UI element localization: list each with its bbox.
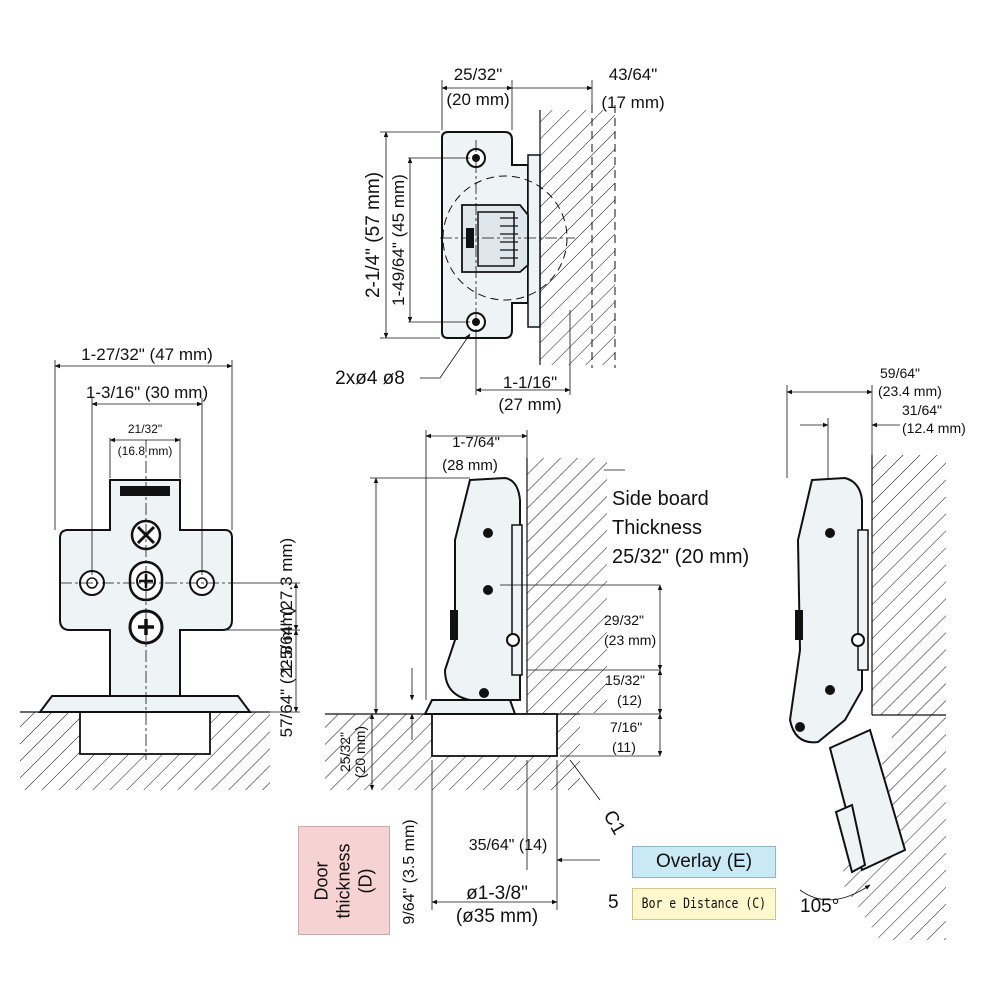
dim-lower: 57/64" (22.8 mm) — [277, 607, 296, 738]
dim-height-inner: 1-49/64" (45 mm) — [389, 174, 408, 306]
dim-b-mm: (12) — [617, 692, 642, 708]
side-view — [325, 430, 663, 910]
dim-open-a-in: 59/64" — [880, 365, 920, 381]
overlay-box: Overlay (E) — [632, 846, 776, 878]
dim-overall: 1-27/32" (47 mm) — [81, 345, 213, 364]
opening-angle: 105° — [800, 896, 839, 917]
door-thickness-box: Door thickness (D) — [298, 826, 390, 935]
dim-open-b-mm: (12.4 mm) — [902, 420, 966, 436]
dim-a-mm: (23 mm) — [604, 632, 656, 648]
dim-b-in: 15/32" — [605, 672, 645, 688]
side-board-hatch — [540, 110, 615, 365]
dim-gap: 9/64" (3.5 mm) — [401, 819, 418, 924]
dim-side-mm: (17 mm) — [601, 93, 664, 112]
dim-width-mm: (20 mm) — [446, 90, 509, 109]
open-view — [786, 385, 946, 940]
brand-logo: LAMP — [132, 486, 158, 496]
cup-side — [431, 713, 558, 757]
cup-flange — [38, 695, 252, 713]
holes-label: 2xø4 ø8 — [335, 368, 405, 389]
dim-top-in: 1-7/64" — [452, 434, 500, 451]
overlay-label: Overlay (E) — [655, 851, 753, 872]
side-board-line-2: Thickness — [612, 517, 702, 539]
dim-door-in: 25/32" — [337, 732, 353, 772]
side-board-hatch — [527, 458, 607, 713]
dim-width-in: 25/32" — [454, 65, 503, 84]
bore-distance-label: Bor e Distance (C) — [641, 896, 767, 912]
hinge-arm-side — [443, 476, 521, 701]
dim-height-outer: 2-1/4" (57 mm) — [363, 172, 384, 298]
dim-depth-in: 1-1/16" — [503, 373, 557, 392]
front-view — [20, 360, 300, 790]
open-view-labels: 59/64" (23.4 mm) 31/64" (12.4 mm) 105° — [800, 365, 966, 917]
dim-c-mm: (11) — [612, 739, 636, 755]
side-board-line-1: Side board — [612, 488, 709, 510]
dim-slot-in: 21/32" — [128, 422, 162, 436]
dim-cup-mm: (ø35 mm) — [456, 906, 538, 927]
dim-side-in: 43/64" — [609, 65, 658, 84]
door-thickness-line-2: thickness — [333, 842, 354, 919]
dim-depth-mm: (27 mm) — [498, 395, 561, 414]
dim-door-mm: (20 mm) — [352, 726, 368, 778]
dim-slot-mm: (16.8 mm) — [118, 444, 173, 458]
side-board-line-3: 25/32" (20 mm) — [612, 546, 749, 568]
door-thickness-line-3: (D) — [355, 868, 376, 894]
chamfer-c1: C1 — [599, 807, 629, 839]
door-thickness-line-1: Door — [311, 860, 332, 901]
dim-cup-offset: 35/64" (14) — [469, 837, 548, 854]
cup-front — [79, 711, 211, 755]
top-view-labels: 25/32" (20 mm) 43/64" (17 mm) 2-1/4" (57… — [335, 65, 664, 414]
dim-open-a-mm: (23.4 mm) — [878, 383, 942, 399]
side-board-hatch — [872, 455, 946, 715]
dim-holes: 1-3/16" (30 mm) — [86, 383, 208, 402]
top-view — [380, 80, 616, 395]
dim-open-b-in: 31/64" — [902, 402, 942, 418]
dim-top-mm: (28 mm) — [442, 457, 498, 474]
dim-cup-in: ø1-3/8" — [466, 883, 528, 904]
bore-five: 5 — [608, 892, 619, 913]
dim-c-in: 7/16" — [610, 719, 642, 735]
hinge-arm-open — [788, 476, 863, 744]
dim-a-in: 29/32" — [604, 612, 644, 628]
bore-distance-box: Bor e Distance (C) — [632, 888, 776, 920]
front-view-labels: 1-27/32" (47 mm) 1-3/16" (30 mm) 21/32" … — [81, 345, 296, 737]
dim-upper: 1-5/64" (27.3 mm) — [277, 538, 296, 674]
